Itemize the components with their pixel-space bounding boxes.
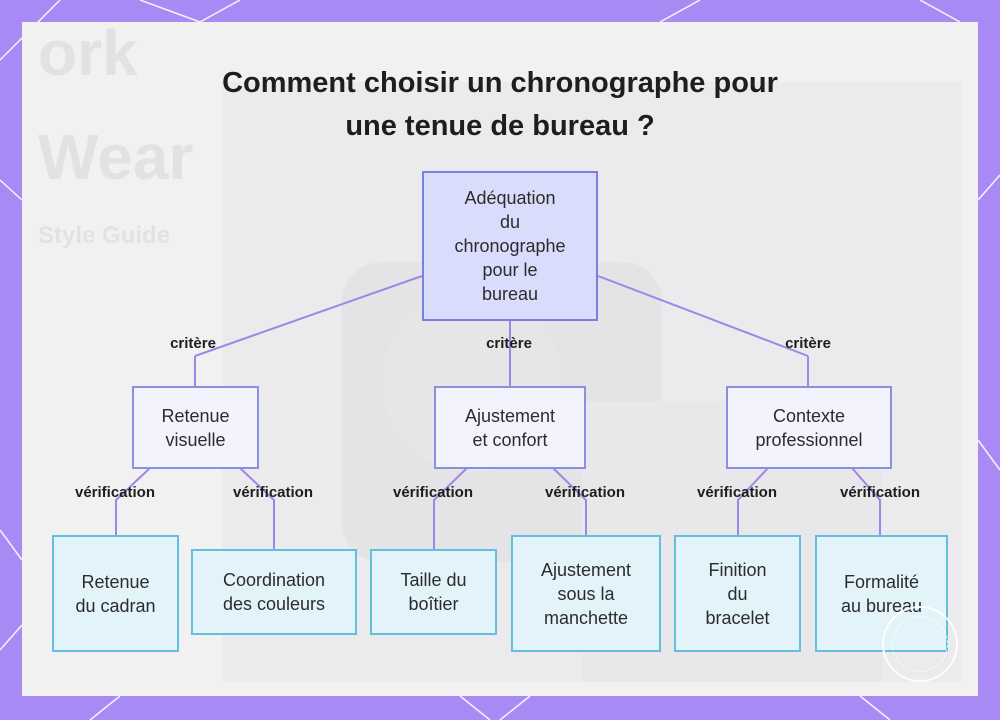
connector-check-2: [239, 467, 275, 549]
edge-label-check-3: vérification: [392, 484, 474, 501]
connector-root-criteria-1: [194, 275, 423, 357]
criteria-node-visual-restraint: Retenue visuelle: [132, 386, 259, 469]
check-node-dial-restraint: Retenue du cadran: [52, 535, 179, 652]
background-text-subtitle: Style Guide: [38, 222, 171, 249]
connector-check-1: [115, 467, 151, 535]
root-node: Adéquation du chronographe pour le burea…: [422, 171, 598, 321]
edge-label-criteria-3: critère: [785, 335, 831, 352]
connector-check-4: [552, 467, 587, 535]
edge-label-check-4: vérification: [544, 484, 626, 501]
seal-inner-ring: [892, 616, 948, 672]
connector-check-5: [737, 467, 769, 535]
check-node-label: Ajustement sous la manchette: [540, 559, 632, 628]
root-node-label: Adéquation du chronographe pour le burea…: [454, 188, 566, 304]
check-node-strap-finish: Finition du bracelet: [674, 535, 801, 652]
connector-root-criteria-3: [597, 275, 809, 357]
seal-logo: [882, 606, 958, 682]
title-line-2: une tenue de bureau ?: [345, 110, 655, 142]
criteria-node-label: Retenue visuelle: [161, 405, 230, 450]
background-text-word1: ork: [38, 22, 138, 89]
criteria-node-professional-context: Contexte professionnel: [726, 386, 892, 469]
check-node-case-size: Taille du boîtier: [370, 549, 497, 635]
criteria-node-label: Contexte professionnel: [755, 405, 863, 450]
edge-label-check-5: vérification: [696, 484, 778, 501]
edge-label-check-2: vérification: [232, 484, 314, 501]
edge-label-check-6: vérification: [839, 484, 921, 501]
edge-label-criteria-1: critère: [170, 335, 216, 352]
check-node-label: Finition du bracelet: [705, 559, 770, 628]
criteria-node-label: Ajustement et confort: [464, 405, 556, 450]
check-node-label: Taille du boîtier: [400, 570, 467, 614]
check-node-cuff-fit: Ajustement sous la manchette: [511, 535, 661, 652]
check-node-label: Coordination des couleurs: [222, 570, 326, 614]
edge-label-criteria-2: critère: [486, 335, 532, 352]
connector-check-6: [851, 467, 881, 535]
edge-label-check-1: vérification: [74, 484, 156, 501]
background-text-word2: Wear: [38, 121, 194, 193]
check-node-label: Retenue du cadran: [75, 571, 156, 616]
check-node-color-coordination: Coordination des couleurs: [191, 549, 357, 635]
title-line-1: Comment choisir un chronographe pour: [222, 67, 778, 99]
diagram-title: Comment choisir un chronographe pour une…: [200, 62, 800, 148]
criteria-node-fit-comfort: Ajustement et confort: [434, 386, 586, 469]
connector-check-3: [433, 467, 468, 549]
